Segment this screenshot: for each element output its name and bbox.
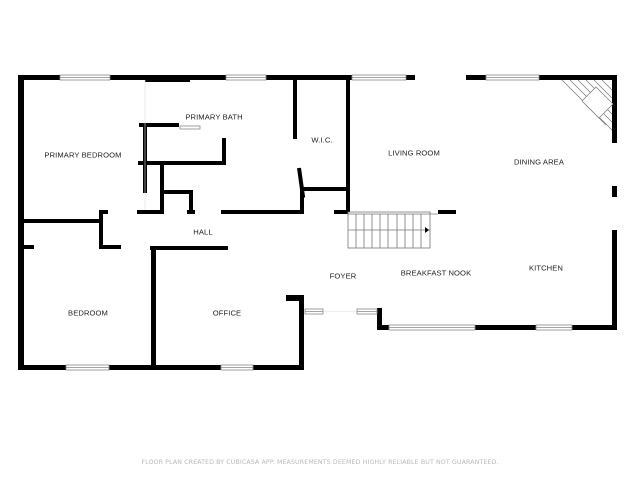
room-label-kitchen: KITCHEN [528,263,564,273]
room-label-primary-bedroom: PRIMARY BEDROOM [44,150,122,160]
room-label-foyer: FOYER [329,271,357,281]
room-label-hall: HALL [193,227,213,237]
stairs [347,211,438,249]
room-label-bedroom: BEDROOM [68,308,108,318]
room-label-living-room: LIVING ROOM [388,148,440,158]
room-label-wic: W.I.C. [311,135,333,145]
door-openings [144,80,357,312]
windows [59,74,573,371]
exterior-walls [18,75,617,370]
room-label-primary-bath: PRIMARY BATH [185,112,243,122]
room-label-breakfast-nook: BREAKFAST NOOK [400,268,472,278]
fireplace [561,79,614,131]
interior-walls [22,79,456,368]
footer-disclaimer: FLOOR PLAN CREATED BY CUBICASA APP. MEAS… [141,459,499,466]
room-label-dining-area: DINING AREA [513,157,565,167]
room-label-office: OFFICE [212,308,242,318]
